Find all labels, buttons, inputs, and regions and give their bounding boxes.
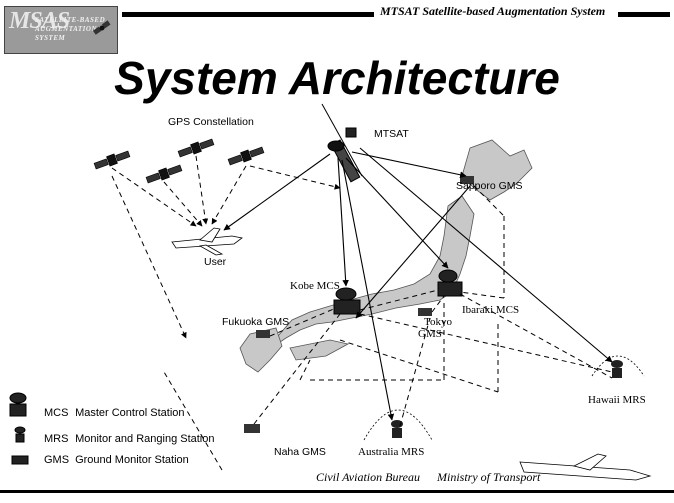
user-label: User [204, 256, 227, 268]
user-aircraft-icon [171, 227, 243, 256]
legend-mrs-abbr: MRS [44, 433, 69, 445]
hawaii-mrs-icon [611, 360, 623, 378]
mtsat-satellite-icon [321, 103, 363, 183]
legend-gms: GMS Ground Monitor Station [8, 453, 189, 467]
logo-line-1: SATELLITE-BASED [35, 16, 106, 24]
tokyo-gms-label-line2: GMS [418, 328, 442, 340]
tokyo-gms-label-line1: Tokyo [424, 316, 452, 328]
legend-mrs-text: Monitor and Ranging Station [75, 433, 215, 445]
logo-line-2: AUGMENTATION [35, 25, 98, 33]
legend-gms-text: Ground Monitor Station [75, 454, 189, 466]
fukuoka-gms-label: Fukuoka GMS [222, 316, 290, 328]
fukuoka-gms-icon [256, 330, 270, 338]
naha-gms-icon [244, 424, 260, 433]
msas-logo: MSAS SATELLITE-BASED AUGMENTATION SYSTEM [4, 6, 118, 54]
kobe-mcs-icon [333, 287, 361, 315]
logo-letters: MSAS [9, 8, 70, 34]
mrs-dish-icon [14, 426, 26, 443]
header-system-name: MTSAT Satellite-based Augmentation Syste… [380, 4, 606, 18]
logo-satellite-icon [92, 20, 111, 35]
ibaraki-mcs-label: Ibaraki MCS [462, 304, 520, 316]
legend-mcs: MCS Master Control Station [8, 406, 185, 420]
legend-icons [9, 392, 29, 465]
footer: Civil Aviation Bureau Ministry of Transp… [316, 470, 554, 485]
footer-bureau: Civil Aviation Bureau [316, 470, 420, 484]
tokyo-gms-icon [418, 308, 432, 316]
kobe-mcs-label: Kobe MCS [290, 280, 340, 292]
legend-mcs-abbr: MCS [44, 407, 69, 419]
mcs-dish-icon [9, 392, 27, 417]
legend-gms-abbr: GMS [44, 454, 70, 466]
gms-building-icon [11, 455, 29, 465]
mtsat-label: MTSAT [374, 128, 409, 140]
naha-gms-label: Naha GMS [274, 446, 326, 458]
header-rule-right [618, 12, 670, 17]
japan-map [239, 139, 533, 373]
header-rule-left [122, 12, 374, 17]
legend-mrs: MRS Monitor and Ranging Station [8, 432, 215, 446]
sapporo-gms-icon [460, 176, 474, 184]
footer-rule [0, 490, 674, 493]
footer-ministry: Ministry of Transport [437, 470, 541, 484]
footer-aircraft-icon [519, 453, 652, 481]
australia-mrs-label: Australia MRS [358, 446, 425, 458]
ibaraki-mcs-icon [437, 269, 463, 297]
sapporo-gms-label: Sapporo GMS [456, 180, 523, 192]
logo-line-3: SYSTEM [35, 34, 66, 42]
page-title: System Architecture [114, 52, 560, 104]
gps-constellation-label: GPS Constellation [168, 116, 254, 128]
legend-mcs-text: Master Control Station [75, 407, 185, 419]
gps-satellite-icon [93, 138, 265, 184]
hawaii-mrs-label: Hawaii MRS [588, 394, 646, 406]
